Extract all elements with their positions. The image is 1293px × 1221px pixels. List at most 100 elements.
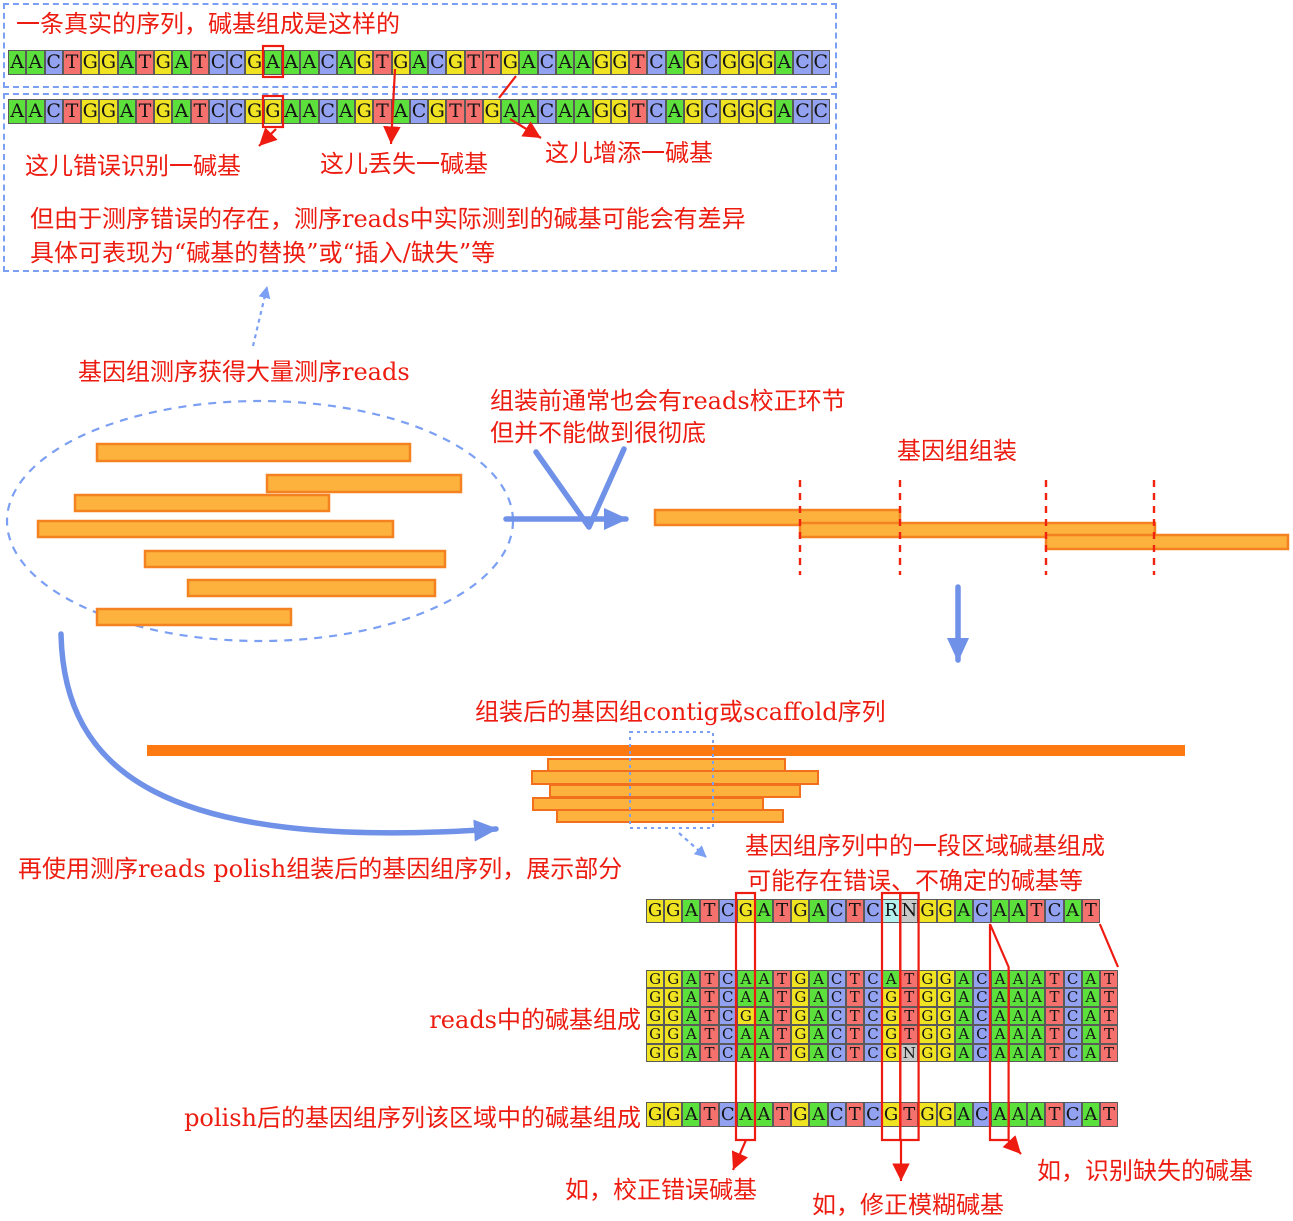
base-tile: G (646, 899, 665, 923)
base-tile: A (682, 1025, 701, 1044)
base-tile: C (44, 99, 63, 124)
base-tile: T (773, 970, 792, 989)
base-tile: A (263, 50, 282, 75)
base-tile: G (592, 99, 611, 124)
base-tile: A (754, 899, 774, 923)
base-tile: T (773, 988, 792, 1007)
base-tile: G (245, 50, 264, 75)
base-tile: C (863, 1006, 883, 1026)
base-tile: T (135, 99, 155, 124)
base-tile: A (954, 1102, 973, 1127)
base-tile: G (720, 99, 739, 124)
base-tile: T (900, 1025, 919, 1044)
base-tile: G (81, 50, 100, 75)
base-tile: G (882, 1043, 901, 1062)
base-tile: T (190, 99, 209, 124)
base-tile: A (409, 50, 429, 75)
base-tile: C (827, 970, 846, 989)
base-tile: G (791, 1043, 810, 1062)
base-tile: A (809, 970, 828, 989)
base-tile: G (918, 1006, 937, 1026)
base-tile: T (135, 50, 155, 75)
base-tile: G (154, 50, 173, 75)
base-tile: T (482, 50, 502, 75)
base-tile: T (773, 1043, 792, 1062)
base-tile: C (718, 1043, 737, 1062)
base-tile: C (827, 988, 846, 1007)
base-tile: A (555, 99, 575, 124)
base-tile: A (117, 99, 136, 124)
assembly-contig-bar (1044, 533, 1290, 551)
base-tile: G (664, 970, 683, 989)
base-tile: A (775, 50, 794, 75)
base-tile: A (954, 988, 973, 1007)
base-tile: G (936, 1006, 955, 1026)
base-tile: A (1081, 1025, 1100, 1044)
base-tile: G (756, 50, 776, 75)
base-tile: A (954, 970, 973, 989)
base-tile: A (682, 970, 701, 989)
polish-read-bar (547, 758, 786, 772)
base-tile: A (281, 99, 301, 124)
base-tile: C (227, 99, 246, 124)
base-tile: G (936, 970, 955, 989)
base-tile: A (1081, 988, 1100, 1007)
base-tile: A (990, 899, 1010, 923)
base-tile: C (1063, 970, 1082, 989)
base-tile: N (900, 899, 919, 923)
base-tile: C (1063, 988, 1082, 1007)
base-tile: T (845, 1025, 864, 1044)
base-tile: C (409, 99, 429, 124)
base-tile: A (882, 970, 901, 989)
base-tile: T (700, 1043, 719, 1062)
read-bar (143, 549, 447, 569)
label-fix-ambiguous: 如，修正模糊碱基 (812, 1191, 1004, 1219)
base-tile: T (446, 99, 465, 124)
base-tile: A (26, 99, 45, 124)
correction-note-line1: 组装前通常也会有reads校正环节 (490, 387, 846, 415)
base-tile: T (700, 1025, 719, 1044)
dotted-arrow-to-region-icon (678, 832, 707, 858)
base-tile: T (1045, 970, 1064, 989)
base-tile: T (464, 99, 483, 124)
polish-read-bars (531, 758, 819, 823)
base-tile: G (736, 1006, 755, 1026)
base-tile: T (845, 1102, 864, 1127)
base-tile: A (665, 99, 684, 124)
base-tile: A (809, 1102, 828, 1127)
base-tile: A (501, 99, 520, 124)
base-tile: C (811, 99, 830, 124)
base-tile: G (664, 988, 683, 1007)
base-tile: G (791, 1102, 810, 1127)
base-tile: A (1027, 1102, 1046, 1127)
base-tile: C (718, 988, 737, 1007)
label-fix-missing: 如，识别缺失的碱基 (1037, 1157, 1253, 1185)
base-tile: G (664, 899, 683, 923)
read-bar (95, 607, 293, 627)
base-tile: G (936, 899, 955, 923)
base-tile: T (190, 50, 209, 75)
read-bar (36, 519, 395, 539)
base-tile: A (754, 1043, 774, 1062)
read-bar (95, 442, 412, 463)
base-tile: G (610, 50, 630, 75)
base-tile: C (702, 99, 721, 124)
base-tile: C (44, 50, 63, 75)
base-tile: T (700, 1006, 719, 1026)
base-tile: G (918, 1025, 937, 1044)
base-tile: C (702, 50, 721, 75)
label-error-base: 这儿错误识别一碱基 (25, 152, 241, 180)
base-tile: G (683, 50, 703, 75)
base-tile: C (863, 1102, 883, 1127)
base-tile: G (791, 988, 810, 1007)
base-tile: G (756, 99, 776, 124)
base-tile: C (972, 1102, 991, 1127)
base-tile: C (827, 1102, 846, 1127)
base-tile: G (99, 50, 118, 75)
base-tile: C (208, 50, 228, 75)
base-tile: T (1027, 899, 1046, 923)
polish-read-bar (531, 770, 819, 785)
